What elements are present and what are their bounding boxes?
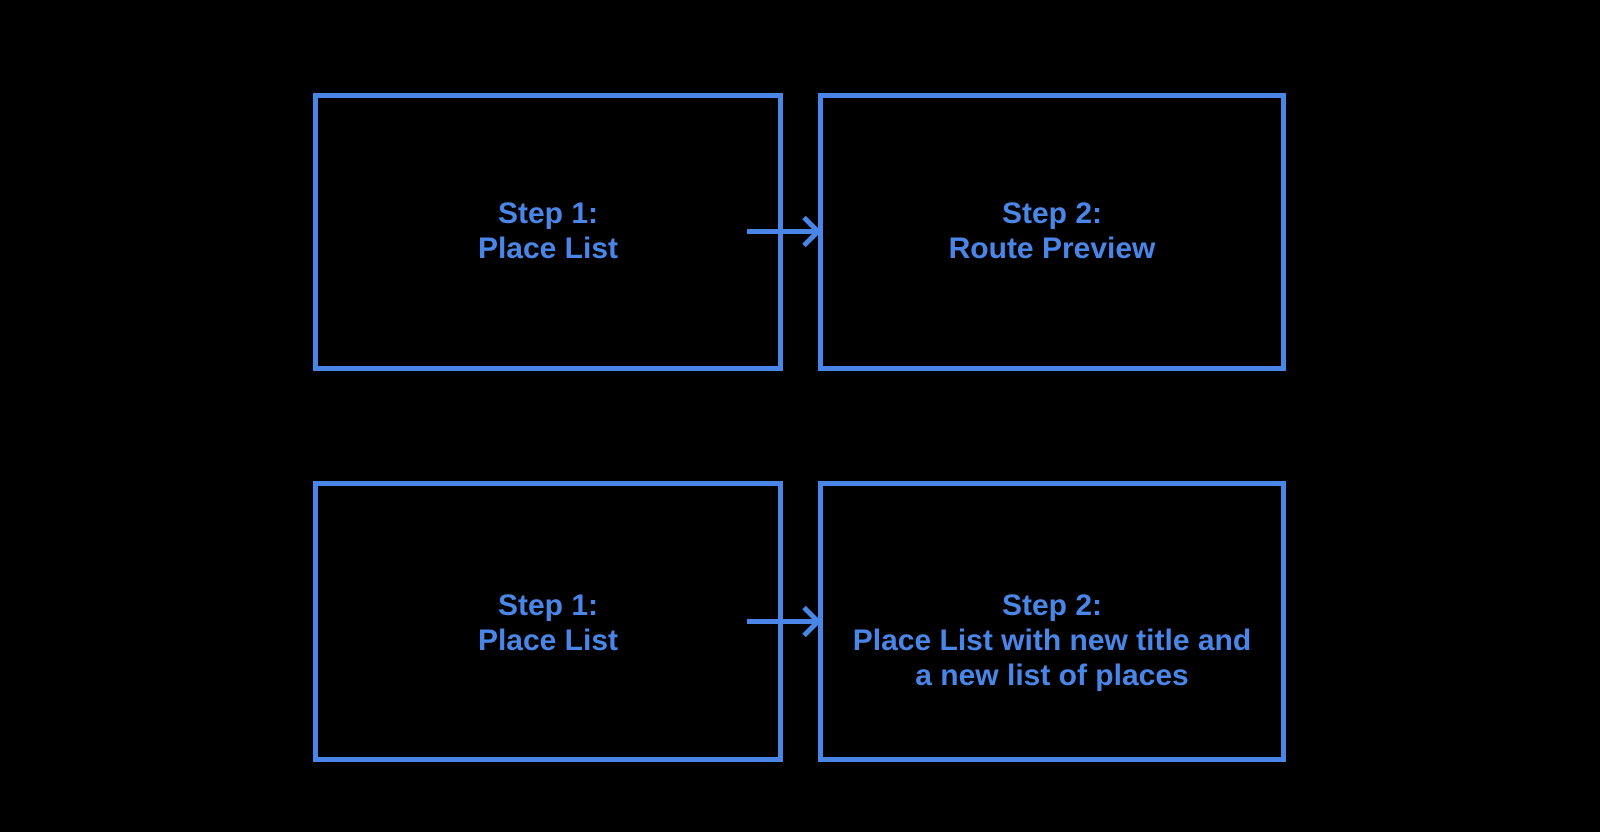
label-line: Step 2: [1001, 589, 1103, 622]
label-line: Place List [477, 232, 619, 265]
label-line: Step 2: [1001, 197, 1103, 230]
flow2-step1-label: Step 1: Place List [318, 588, 778, 658]
label-line: a new list of places [915, 659, 1189, 692]
flow1-step1-box: Step 1: Place List [313, 93, 783, 371]
flow2-right-arrow-connector [747, 605, 822, 638]
label-line: Route Preview [948, 232, 1156, 265]
label-line: Place List [477, 624, 619, 657]
label-line: Place List with new title and [852, 624, 1252, 657]
flow2-step2-box: Step 2: Place List with new title and a … [818, 481, 1286, 762]
label-line: Step 1: [497, 197, 599, 230]
label-line: Step 1: [497, 589, 599, 622]
flow2-step1-box: Step 1: Place List [313, 481, 783, 762]
flow1-step1-label: Step 1: Place List [318, 196, 778, 266]
flow1-step2-label: Step 2: Route Preview [823, 196, 1281, 266]
flow2-step2-label: Step 2: Place List with new title and a … [823, 588, 1281, 693]
flow1-right-arrow-connector [747, 215, 822, 248]
flow1-step2-box: Step 2: Route Preview [818, 93, 1286, 371]
